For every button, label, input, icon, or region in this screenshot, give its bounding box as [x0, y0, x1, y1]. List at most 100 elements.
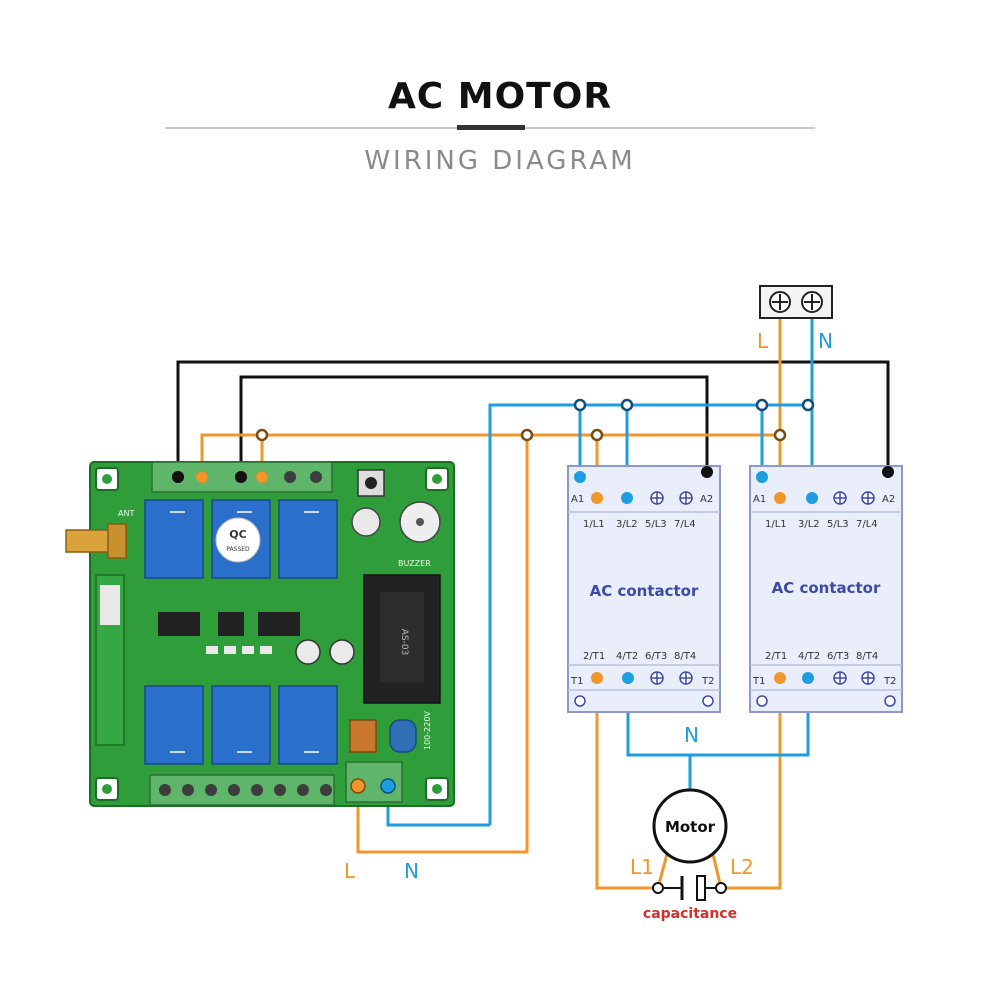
ct1-top-2: 3/L2: [616, 519, 638, 530]
electrolytic-capacitor: [351, 507, 381, 537]
ct2-top-1: 1/L1: [765, 519, 787, 530]
ct1-a1-terminal: [574, 471, 586, 483]
ct1-l2-terminal: [621, 492, 633, 504]
ct2-a2-label: A2: [882, 494, 895, 505]
supply-l-label: L: [757, 329, 769, 353]
screw-icon: [679, 491, 693, 505]
junction-dot: [520, 428, 534, 442]
screw-icon: [650, 671, 664, 685]
supply-n-label: N: [818, 329, 833, 353]
screw-icon: [833, 491, 847, 505]
terminal-live-1: [196, 471, 208, 483]
ct2-top-4: 7/L4: [856, 519, 878, 530]
screw-icon: [756, 695, 896, 707]
power-input-n: [380, 778, 396, 794]
fuse: [349, 719, 377, 753]
ct2-l2-terminal: [806, 492, 818, 504]
terminal-live-2: [256, 471, 268, 483]
capacitor: [329, 639, 355, 665]
ct2-bottom-3: 6/T3: [827, 651, 849, 662]
junction-dot: [755, 398, 769, 412]
led-row: [206, 646, 272, 654]
ct2-a2-terminal: [882, 466, 894, 478]
ic-chip: [158, 612, 200, 636]
motor-l1-wire: [595, 678, 658, 890]
terminal-control-2: [235, 471, 247, 483]
transformer-label: AS-03: [399, 629, 409, 656]
board-n-label: N: [404, 859, 419, 883]
motor-l1-label: L1: [630, 855, 654, 879]
junction-dot: [773, 428, 787, 442]
ct2-l1-terminal: [774, 492, 786, 504]
junction-dot: [590, 428, 604, 442]
screw-icon: [801, 291, 823, 313]
page-subtitle: WIRING DIAGRAM: [364, 146, 636, 176]
board-l-label: L: [344, 859, 356, 883]
ct2-bottom-1: 2/T1: [765, 651, 787, 662]
motor-icon: [652, 788, 728, 864]
ct1-bottom-4: 8/T4: [674, 651, 696, 662]
qc-mark: QC: [229, 528, 246, 541]
relay-board: QC PASSED BUZZER ANT AS-03: [65, 461, 455, 807]
junction-dot: [573, 398, 587, 412]
ct1-bottom-2: 4/T2: [616, 651, 638, 662]
input-voltage-label: 100-220V: [423, 711, 432, 750]
ct2-name: AC contactor: [772, 579, 881, 597]
page-title: AC MOTOR: [387, 76, 613, 117]
ct1-bottom-3: 6/T3: [645, 651, 667, 662]
supply-terminal-block: [759, 285, 833, 319]
ct1-a1-label: A1: [571, 494, 584, 505]
capacitor: [295, 639, 321, 665]
ct2-a1-label: A1: [753, 494, 766, 505]
motor-n-label: N: [684, 723, 699, 747]
title-divider-accent: [457, 125, 525, 130]
varistor: [389, 719, 417, 753]
junction-dots: [255, 398, 815, 442]
ct1-t2-label: T2: [701, 676, 714, 687]
motor-l2-lead: [710, 849, 723, 889]
ct2-t2-terminal: [802, 672, 814, 684]
neutral-bus: [488, 403, 808, 825]
screw-icon: [574, 695, 714, 707]
ct2-bottom-2: 4/T2: [798, 651, 820, 662]
terminal-control-1: [172, 471, 184, 483]
ct1-bottom-1: 2/T1: [583, 651, 605, 662]
ct1-t2-terminal: [622, 672, 634, 684]
motor-l2-wire: [721, 678, 782, 890]
ct2-a1-terminal: [756, 471, 768, 483]
screw-icon: [861, 671, 875, 685]
ct1-a2-label: A2: [700, 494, 713, 505]
ct2-t1-terminal: [774, 672, 786, 684]
ct2-top-2: 3/L2: [798, 519, 820, 530]
screw-icon: [861, 491, 875, 505]
antenna-label: ANT: [118, 509, 134, 518]
contactor-2: A1 A2 1/L1 3/L2 5/L3 7/L4 AC contactor 2…: [749, 465, 903, 713]
qc-sticker: QC PASSED: [215, 517, 261, 563]
junction-dot: [801, 398, 815, 412]
neutral-motor: [626, 678, 810, 757]
control-wire-inner: [239, 375, 709, 474]
capacitor-symbol: [652, 875, 727, 901]
ct2-top-3: 5/L3: [827, 519, 849, 530]
live-board-input: [356, 435, 529, 854]
buzzer-label: BUZZER: [398, 559, 431, 568]
ic-chip: [218, 612, 244, 636]
capacitance-label: capacitance: [643, 906, 737, 922]
junction-dot: [620, 398, 634, 412]
motor-l1-lead: [656, 849, 670, 889]
ct1-t1-terminal: [591, 672, 603, 684]
contactor-1: A1 A2 1/L1 3/L2 5/L3 7/L4 AC contactor 2…: [567, 465, 721, 713]
screw-icon: [679, 671, 693, 685]
screw-icon: [769, 291, 791, 313]
screw-icon: [650, 491, 664, 505]
ct1-top-1: 1/L1: [583, 519, 605, 530]
power-input-l: [350, 778, 366, 794]
ct1-t1-label: T1: [570, 676, 583, 687]
screw-icon: [833, 671, 847, 685]
ic-chip: [258, 612, 300, 636]
ct1-top-3: 5/L3: [645, 519, 667, 530]
ct1-a2-terminal: [701, 466, 713, 478]
ct1-name: AC contactor: [590, 582, 699, 600]
motor-label: Motor: [665, 818, 716, 836]
